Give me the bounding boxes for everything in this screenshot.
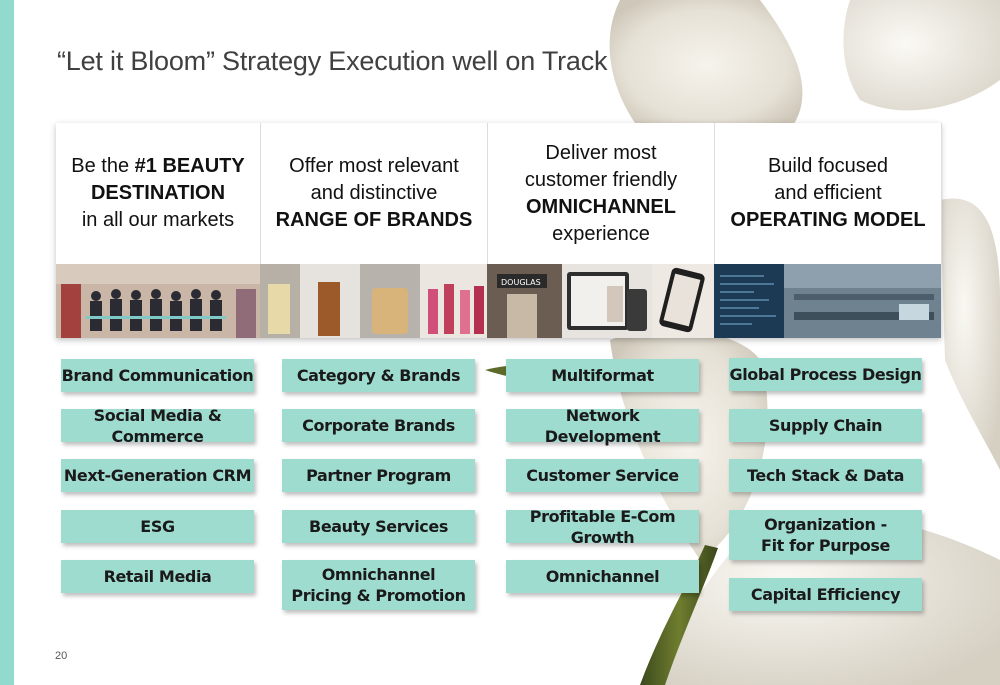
operations-tech-photo [714, 264, 941, 338]
action-fit-for-purpose-line: Fit for Purpose [761, 536, 890, 555]
action-capital-efficiency: Capital Efficiency [729, 578, 922, 611]
action-social-media-commerce: Social Media & Commerce [61, 406, 254, 446]
store-sign-text: DOUGLAS [501, 278, 541, 287]
pillar-3-pre2: customer friendly [524, 168, 678, 191]
pillar-3-post: experience [552, 222, 650, 245]
pillar-omnichannel: Deliver most customer friendly OMNICHANN… [488, 123, 715, 264]
strategy-pillars-panel: Be the #1 BEAUTY DESTINATION in all our … [56, 123, 942, 338]
action-network-development: Network Development [506, 406, 699, 446]
page-number: 20 [55, 650, 68, 662]
action-omnichannel-pricing-promotion: Omnichannel Pricing & Promotion [282, 560, 475, 610]
action-beauty-services: Beauty Services [282, 510, 475, 543]
action-supply-chain: Supply Chain [729, 409, 922, 442]
brand-products-photo [260, 264, 487, 338]
action-omnichannel-line: Omnichannel [321, 565, 436, 584]
action-multiformat: Multiformat [506, 359, 699, 392]
store-opening-photo [56, 264, 260, 338]
pillar-beauty-destination: Be the #1 BEAUTY DESTINATION in all our … [56, 123, 261, 264]
action-esg: ESG [61, 510, 254, 543]
action-pricing-promotion-line: Pricing & Promotion [291, 586, 466, 605]
action-organization-line: Organization - [764, 515, 887, 534]
action-partner-program: Partner Program [282, 459, 475, 492]
pillar-4-pre1: Build focused [767, 155, 889, 177]
action-global-process-design: Global Process Design [729, 358, 922, 391]
action-omnichannel: Omnichannel [506, 560, 699, 593]
pillar-3-bold: OMNICHANNEL [526, 195, 676, 218]
action-tech-stack-data: Tech Stack & Data [729, 459, 922, 492]
action-next-generation-crm: Next-Generation CRM [61, 459, 254, 492]
action-corporate-brands: Corporate Brands [282, 409, 475, 442]
pillar-1-pre: Be the [71, 155, 130, 177]
omnichannel-devices-photo: DOUGLAS [487, 264, 714, 338]
pillar-1-post: in all our markets [81, 209, 235, 231]
action-profitable-ecom-growth: Profitable E-Com Growth [506, 507, 699, 547]
pillar-operating-model: Build focused and efficient OPERATING MO… [715, 123, 942, 264]
pillar-1-bold2: DESTINATION [90, 182, 226, 204]
pillar-2-pre2: and distinctive [310, 182, 438, 204]
pillar-4-pre2: and efficient [774, 182, 882, 204]
action-retail-media: Retail Media [61, 560, 254, 593]
pillar-4-bold: OPERATING MODEL [730, 209, 926, 231]
action-brand-communication: Brand Communication [61, 359, 254, 392]
action-customer-service: Customer Service [506, 459, 699, 492]
pillar-2-pre1: Offer most relevant [289, 155, 459, 177]
action-category-brands: Category & Brands [282, 359, 475, 392]
accent-band [0, 0, 14, 685]
photo-strip: DOUGLAS [56, 264, 941, 338]
pillar-range-of-brands: Offer most relevant and distinctive RANG… [261, 123, 488, 264]
slide-title: “Let it Bloom” Strategy Execution well o… [57, 46, 608, 76]
pillar-2-bold: RANGE OF BRANDS [275, 209, 473, 231]
pillar-1-bold1: #1 BEAUTY [134, 155, 245, 177]
pillar-3-pre1: Deliver most [545, 141, 657, 164]
action-organization-fit-for-purpose: Organization - Fit for Purpose [729, 510, 922, 560]
